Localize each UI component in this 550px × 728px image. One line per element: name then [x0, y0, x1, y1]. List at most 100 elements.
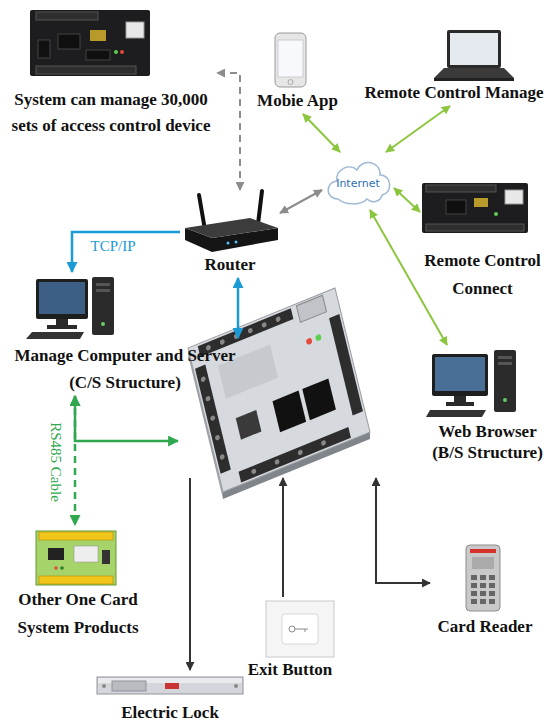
electric-lock-icon [234, 684, 238, 688]
caption-block: System can manage 30,000 sets of access … [5, 87, 217, 139]
access-controller-illustration [275, 316, 281, 323]
access-controller-illustration [205, 395, 211, 402]
access-controller-illustration [236, 410, 262, 440]
device-node: Exit Button [240, 597, 340, 683]
connector-arrow [72, 232, 180, 272]
access-controller-illustration [188, 288, 370, 499]
caption-block: Card Reader [430, 613, 540, 640]
device-node: Web Browser (B/S Structure) [425, 345, 550, 463]
controller-board-icon [30, 10, 150, 76]
access-controller [178, 338, 378, 478]
controller-board-icon [446, 200, 466, 214]
card-reader-icon [489, 599, 495, 604]
access-controller-illustration [188, 288, 370, 492]
computer-icon [96, 283, 110, 286]
node-caption: Manage Computer and Server (C/S Structur… [5, 342, 245, 396]
node-caption: Card Reader [430, 613, 540, 640]
controller-board-icon [30, 10, 150, 76]
electric-lock-icon [165, 683, 179, 689]
laptop-icon [447, 30, 501, 68]
electric-lock-icon [97, 677, 243, 694]
monitor-icon [426, 410, 486, 417]
node-caption: Remote Control Connect [420, 247, 545, 303]
monitor-icon [435, 357, 485, 391]
access-controller-illustration [200, 376, 206, 383]
controller-board-icon [426, 185, 496, 192]
device-node: Electric Lock [95, 670, 245, 726]
card-reader-icon [480, 591, 486, 596]
node-caption: Internet [336, 177, 380, 191]
router-icon [185, 191, 278, 252]
node-caption: System can manage 30,000 sets of access … [5, 87, 217, 139]
access-controller-illustration [302, 378, 336, 420]
card-reader-icon [471, 591, 477, 596]
router-icon [185, 218, 278, 238]
electric-lock-icon [112, 681, 146, 691]
card-reader-icon [466, 545, 500, 611]
device-node: System can manage 30,000 sets of access … [5, 5, 217, 139]
exit-button-icon [295, 629, 308, 630]
access-controller-illustration [215, 434, 221, 441]
node-caption: Exit Button [240, 656, 340, 683]
computer-icon [39, 282, 85, 314]
one-card-board-icon [48, 548, 64, 560]
access-controller-illustration [251, 468, 257, 475]
controller-board-icon [426, 224, 524, 231]
caption-block: Electric Lock [95, 699, 245, 726]
device-node: Router [180, 190, 280, 278]
computer-icon [47, 325, 77, 329]
caption-block: Exit Button [240, 656, 340, 683]
computer-icon [92, 277, 114, 335]
card-reader-icon [489, 591, 495, 596]
monitor-icon [503, 398, 507, 402]
phone-icon [275, 33, 306, 87]
controller-board-icon [114, 50, 118, 54]
computer-icon [56, 319, 68, 326]
node-caption: Electric Lock [95, 699, 245, 726]
controller-board-icon [86, 50, 110, 60]
connector-arrow [189, 478, 191, 670]
router-icon [235, 241, 238, 244]
phone-icon [288, 80, 293, 85]
computer-icon [101, 322, 105, 326]
router-icon [227, 242, 230, 245]
laptop-icon [434, 78, 514, 81]
exit-button-icon [305, 629, 306, 632]
device-node: Manage Computer and Server (C/S Structur… [5, 272, 245, 396]
caption-block: Web Browser (B/S Structure) [425, 421, 550, 463]
card-reader-icon [466, 545, 500, 611]
access-controller-illustration [261, 322, 267, 329]
device-node: Remote Control Connect [420, 178, 545, 303]
access-controller-illustration [247, 327, 253, 334]
one-card-board-icon [39, 532, 113, 540]
access-controller-illustration [210, 415, 216, 422]
node-caption: Mobie App [250, 87, 345, 114]
caption-block: Internet [322, 152, 394, 210]
card-reader-icon [471, 575, 477, 580]
router-icon [199, 195, 205, 230]
controller-board-icon [36, 12, 98, 20]
electric-lock-icon [102, 684, 106, 688]
access-controller-illustration [239, 427, 351, 483]
access-controller-illustration [306, 337, 313, 345]
card-reader-icon [472, 557, 494, 569]
computer-icon [26, 277, 114, 339]
controller-board-icon [126, 22, 144, 38]
access-controller-illustration [273, 391, 307, 433]
connector-arrow [386, 106, 450, 152]
card-reader-icon [489, 575, 495, 580]
access-controller-illustration [219, 454, 225, 461]
caption-block: Manage Computer and Server (C/S Structur… [5, 342, 245, 396]
monitor-icon [446, 402, 474, 406]
monitor-icon [454, 396, 466, 403]
connector-arrow [394, 188, 420, 212]
node-caption: Router [180, 251, 280, 278]
monitor-icon [494, 350, 516, 412]
connector-arrow [303, 114, 340, 152]
card-reader-icon [480, 575, 486, 580]
laptop-icon [434, 68, 514, 78]
controller-board-icon [90, 30, 106, 41]
controller-board-icon [494, 212, 498, 216]
access-controller-illustration [274, 459, 280, 466]
card-reader-icon [480, 583, 486, 588]
